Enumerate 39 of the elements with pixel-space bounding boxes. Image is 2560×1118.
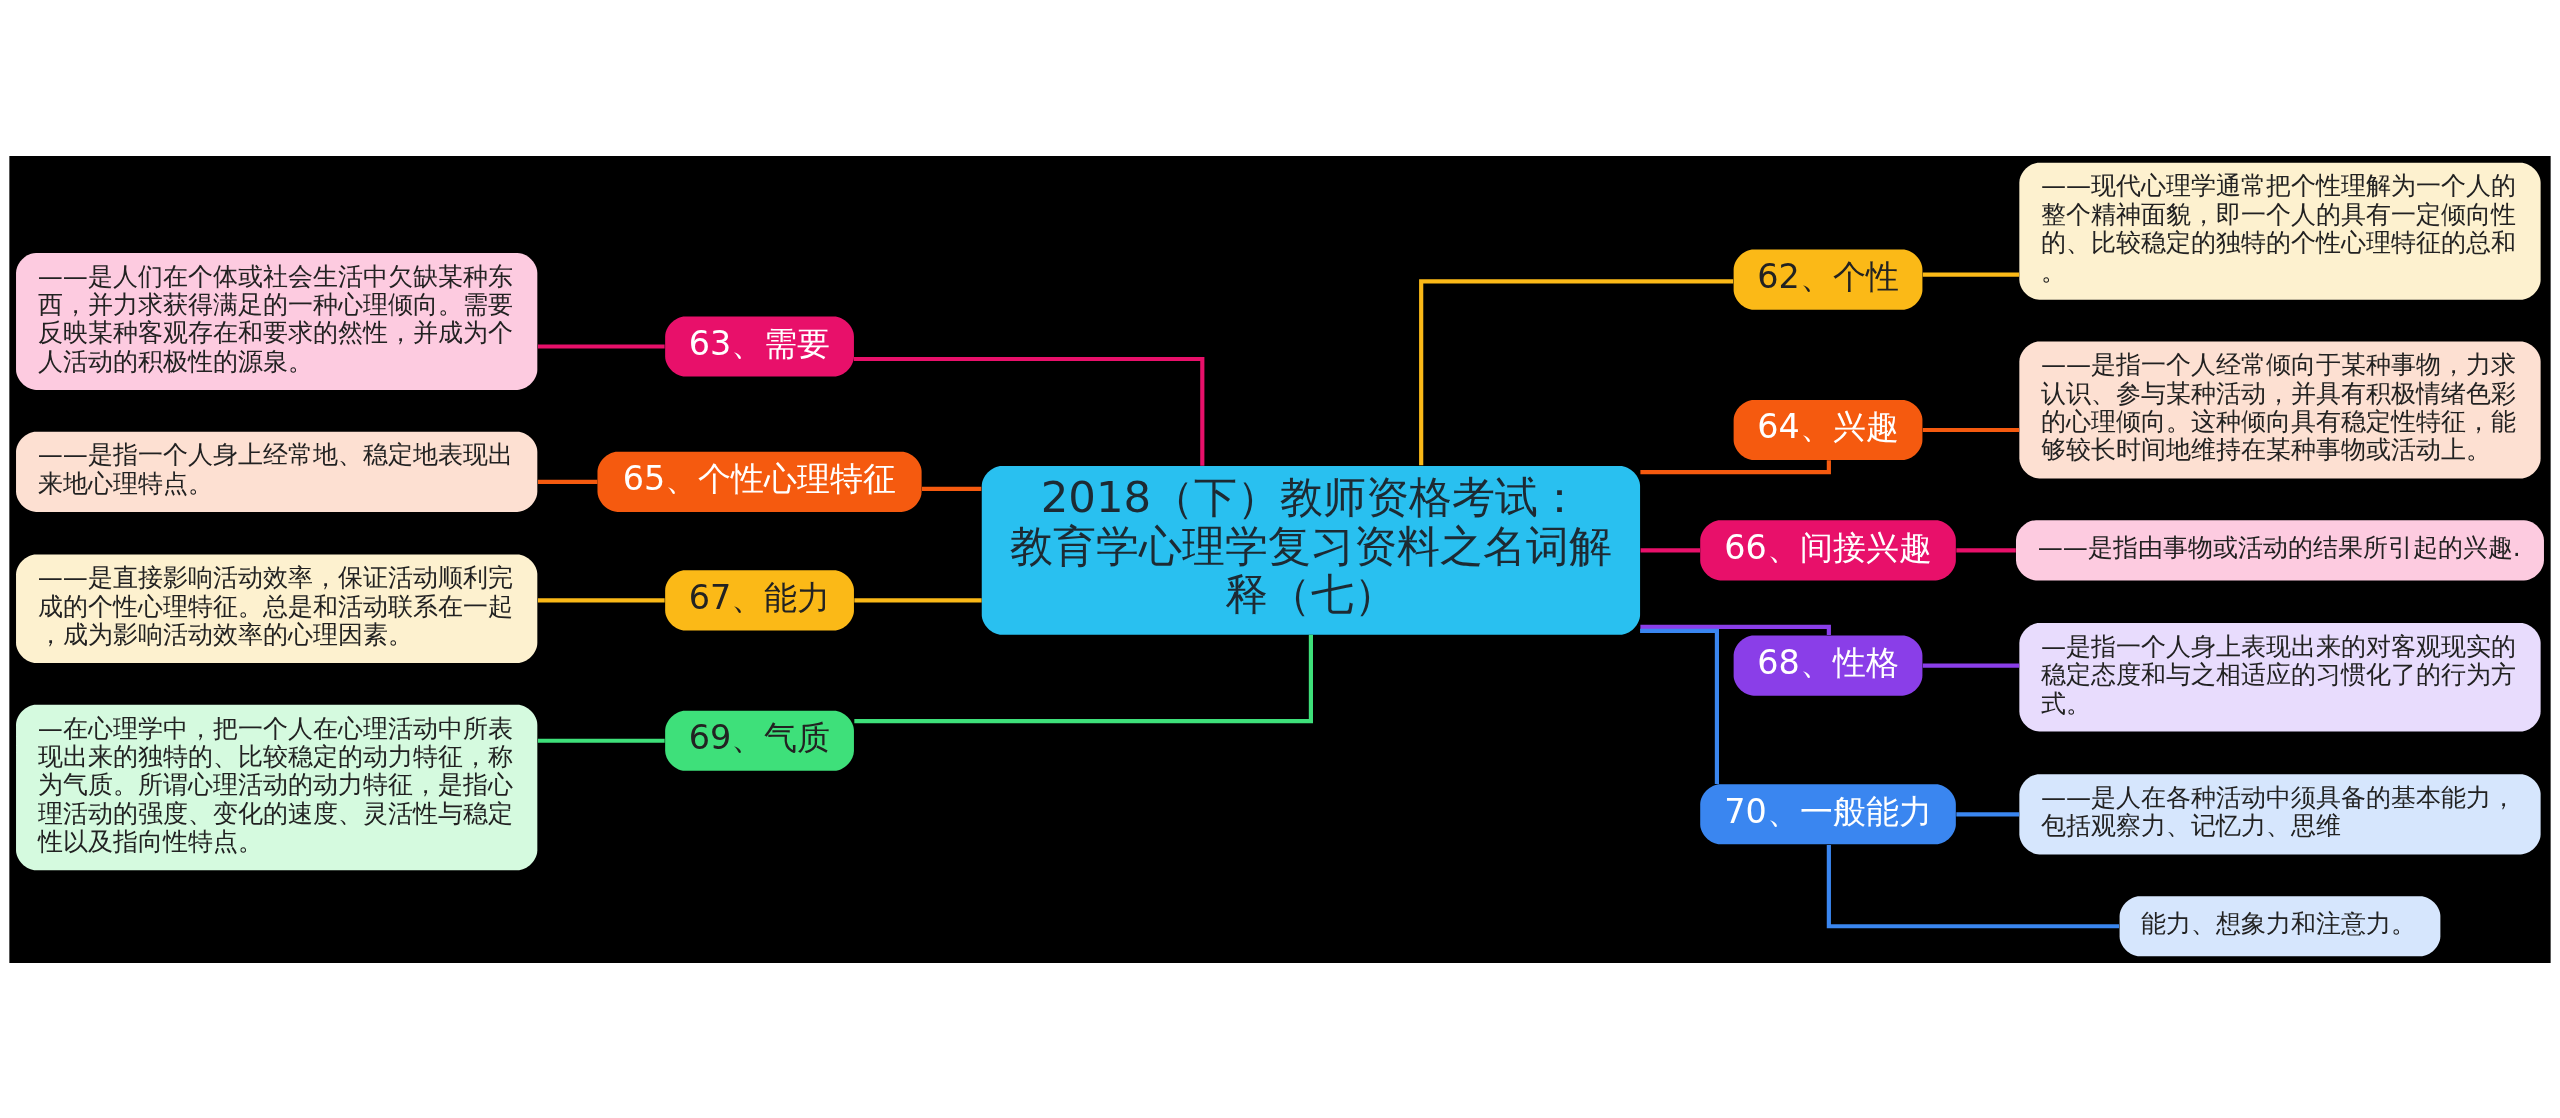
connector [854, 634, 1313, 723]
connector [537, 738, 665, 743]
node-box: ——是指一个人身上经常地、稳定地表现出来地心理特点。 [16, 431, 538, 512]
connector [1956, 547, 2016, 552]
node-box: 65、个性心理特征 [597, 451, 922, 512]
node-box: 69、气质 [665, 710, 854, 771]
connector [1956, 811, 2020, 816]
connector [1640, 547, 1700, 552]
node-box: —是指一个人身上表现出来的对客观现实的稳定态度和与之相适应的习惯化了的行为方式。 [2019, 622, 2541, 732]
node-box: 64、兴趣 [1733, 399, 1923, 460]
node-box: 能力、想象力和注意力。 [2119, 895, 2441, 956]
connector [1640, 459, 1831, 474]
connector [1826, 844, 2120, 928]
node-box: —在心理学中，把一个人在心理活动中所表现出来的独特的、比较稳定的动力特征，称为气质。所谓心理活动的动力特征，是指心理活动的强度、变化的速度、灵活性与稳定性以及指向性特点。 [16, 704, 538, 870]
node-box: 68、性格 [1733, 635, 1923, 696]
connector [1640, 628, 1719, 784]
connector [537, 479, 598, 484]
node-box: 62、个性 [1733, 249, 1923, 310]
node-box: ——是人在各种活动中须具备的基本能力，包括观察力、记忆力、思维 [2019, 773, 2541, 854]
connector [1922, 427, 2020, 432]
node-box: 67、能力 [665, 569, 854, 630]
connector [1640, 624, 1831, 635]
node-box: 70、一般能力 [1700, 783, 1956, 844]
connector [1419, 278, 1734, 465]
node-box: 66、间接兴趣 [1700, 519, 1956, 580]
connector [854, 356, 1205, 466]
connector [854, 597, 982, 602]
connector [537, 597, 665, 602]
connector [922, 486, 982, 491]
connector [537, 343, 665, 349]
connector [1922, 663, 2020, 668]
connector [1922, 272, 2020, 277]
node-box: ——现代心理学通常把个性理解为一个人的整个精神面貌，即一个人的具有一定倾向性的、比较稳定的独特的个性心理特征的总和。 [2019, 162, 2541, 300]
node-box: ——是人们在个体或社会生活中欠缺某种东西，并力求获得满足的一种心理倾向。需要反映某种客观存在和要求的然性，并成为个人活动的积极性的源泉。 [16, 252, 538, 390]
node-box: 2018（下）教师资格考试：教育学心理学复习资料之名词解释（七） [981, 465, 1641, 635]
node-box: ——是指一个人经常倾向于某种事物，力求认识、参与某种活动，并具有积极情绪色彩的心理倾向。这种倾向具有稳定性特征，能够较长时间地维持在某种事物或活动上。 [2019, 340, 2541, 478]
node-box: 63、需要 [665, 315, 854, 377]
node-box: ——是指由事物或活动的结果所引起的兴趣. [2016, 519, 2544, 580]
node-box: ——是直接影响活动效率，保证活动顺利完成的个性心理特征。总是和活动联系在一起，成为影响活动效率的心理因素。 [16, 554, 538, 663]
